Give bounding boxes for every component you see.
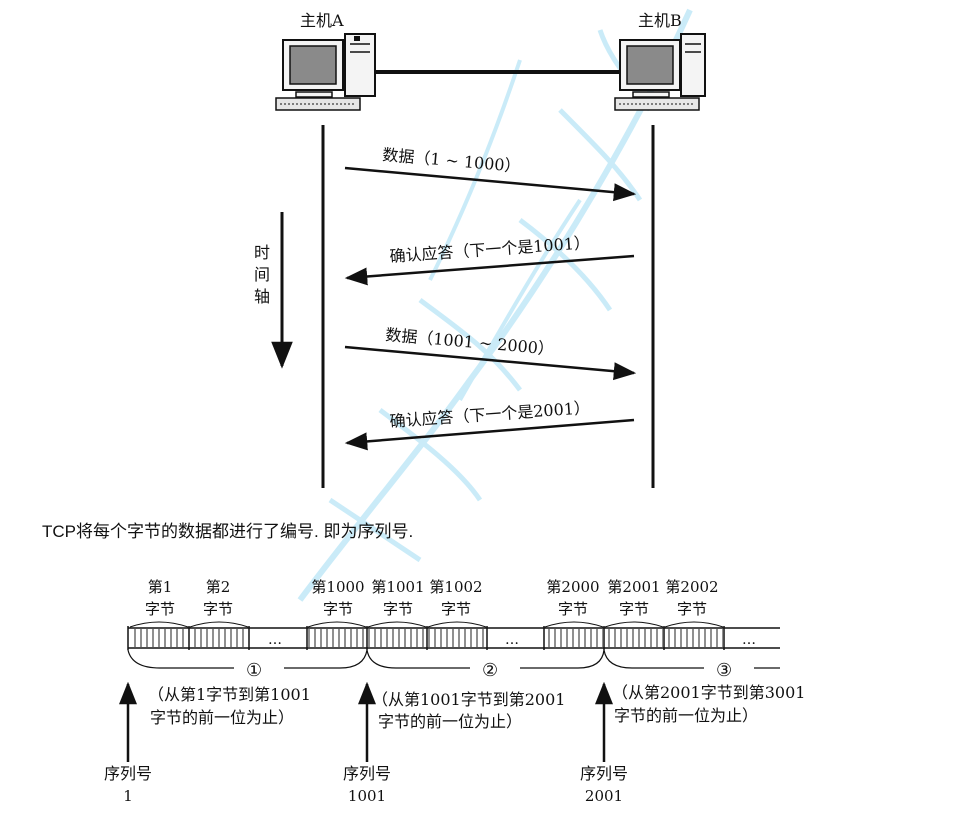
byte-block bbox=[368, 629, 426, 647]
sequence-label: 序列号 bbox=[580, 764, 628, 783]
segment-number: ③ bbox=[716, 660, 732, 681]
byte-block bbox=[308, 629, 366, 647]
byte-block bbox=[130, 629, 188, 647]
segment-range-line2: 字节的前一位为止） bbox=[150, 708, 294, 727]
time-axis-char-2: 间 bbox=[254, 265, 270, 284]
byte-label-top: 第1001 bbox=[371, 578, 424, 596]
byte-label-top: 第2002 bbox=[665, 578, 718, 596]
ellipsis: … bbox=[268, 632, 282, 648]
byte-labels: 第1 字节 第2 字节 第1000 字节 第1001 字节 第1002 字节 第… bbox=[145, 578, 719, 618]
time-axis-char-1: 时 bbox=[254, 243, 270, 262]
byte-label-top: 第1002 bbox=[429, 578, 482, 596]
segment-range-line2: 字节的前一位为止） bbox=[378, 712, 522, 731]
segment-number: ② bbox=[482, 660, 498, 681]
host-b-computer-icon bbox=[614, 33, 706, 111]
sequence-value: 1 bbox=[123, 787, 133, 805]
byte-label-top: 第2001 bbox=[607, 578, 660, 596]
ellipsis: … bbox=[505, 632, 519, 648]
sequence-label: 序列号 bbox=[343, 764, 391, 783]
byte-block bbox=[545, 629, 603, 647]
byte-label-bottom: 字节 bbox=[558, 600, 588, 618]
byte-block bbox=[665, 629, 723, 647]
time-axis-char-3: 轴 bbox=[254, 287, 270, 306]
byte-label-bottom: 字节 bbox=[677, 600, 707, 618]
byte-label-bottom: 字节 bbox=[203, 600, 233, 618]
segment-range-line1: （从第2001字节到第3001 bbox=[612, 683, 805, 702]
byte-label-bottom: 字节 bbox=[619, 600, 649, 618]
sequence-label: 序列号 bbox=[104, 764, 152, 783]
ellipsis: … bbox=[742, 632, 756, 648]
byte-label-top: 第1 bbox=[148, 578, 173, 596]
host-b-label: 主机B bbox=[638, 11, 682, 30]
segment-range-line2: 字节的前一位为止） bbox=[614, 706, 758, 725]
byte-label-top: 第2 bbox=[206, 578, 231, 596]
sequence-value: 1001 bbox=[348, 787, 386, 805]
byte-label-top: 第1000 bbox=[311, 578, 364, 596]
segment-number: ① bbox=[246, 660, 262, 681]
message-arrow-ack-1 bbox=[344, 254, 635, 286]
segment-braces bbox=[127, 649, 780, 669]
segment-range-line1: （从第1001字节到第2001 bbox=[372, 690, 565, 709]
message-arrow-data-2 bbox=[344, 345, 637, 381]
caption: TCP将每个字节的数据都进行了编号. 即为序列号. bbox=[42, 522, 414, 541]
sequence-value: 2001 bbox=[585, 787, 623, 805]
host-a-computer-icon bbox=[275, 33, 376, 111]
segment-range-line1: （从第1字节到第1001 bbox=[148, 685, 311, 704]
byte-block bbox=[605, 629, 663, 647]
byte-label-bottom: 字节 bbox=[383, 600, 413, 618]
byte-block bbox=[428, 629, 486, 647]
byte-label-bottom: 字节 bbox=[441, 600, 471, 618]
message-arrow-data-1 bbox=[344, 166, 637, 202]
byte-block bbox=[190, 629, 248, 647]
host-a-label: 主机A bbox=[300, 11, 344, 30]
message-arrow-ack-2 bbox=[344, 418, 635, 451]
byte-label-bottom: 字节 bbox=[323, 600, 353, 618]
byte-label-top: 第2000 bbox=[546, 578, 599, 596]
byte-label-bottom: 字节 bbox=[145, 600, 175, 618]
message-label-data-1: 数据（1 ~ 1000） bbox=[382, 145, 522, 176]
byte-stream bbox=[127, 621, 780, 650]
